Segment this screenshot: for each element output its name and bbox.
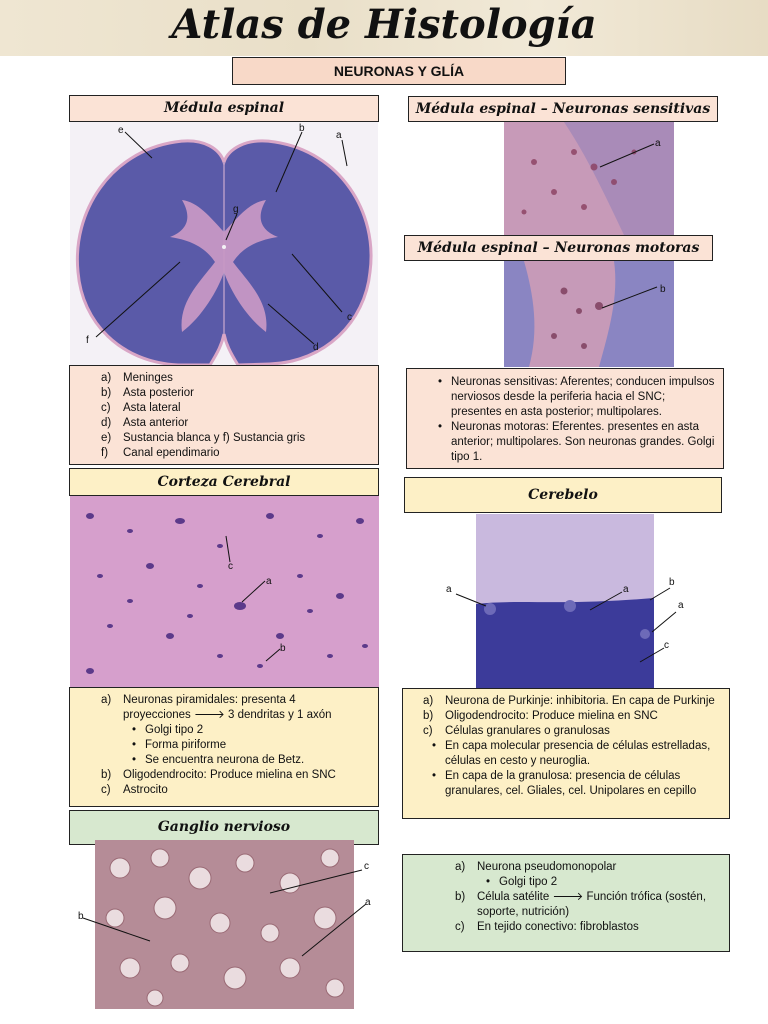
arrow-right-icon: 🡒 <box>552 891 584 903</box>
header-banner: Atlas de Histología <box>0 0 768 56</box>
list-item: c)En tejido conectivo: fibroblastos <box>455 921 639 933</box>
sensitivas-heading: Médula espinal – Neuronas sensitivas <box>408 96 718 122</box>
label-a: a <box>336 130 342 141</box>
label-a: a <box>655 138 661 149</box>
list-item: •Golgi tipo 2 <box>485 876 558 888</box>
list-item: e)Sustancia blanca y f) Sustancia gris <box>101 432 306 444</box>
label-a: a <box>623 584 629 595</box>
label-c: c <box>364 861 369 872</box>
list-item: b)Oligodendrocito: Produce mielina en SN… <box>423 710 658 722</box>
list-item: •Golgi tipo 2 <box>131 724 204 736</box>
list-item: a)Meninges <box>101 372 173 384</box>
nerve-ganglion-image: c b a <box>78 840 371 1009</box>
cerebelo-legend: a)Neurona de Purkinje: inhibitoria. En c… <box>402 688 730 819</box>
label-b: b <box>660 284 666 295</box>
label-b: b <box>78 911 84 922</box>
section-subtitle: NEURONAS Y GLÍA <box>232 57 566 85</box>
list-item: •En capa molecular presencia de células … <box>431 740 711 767</box>
cerebral-cortex-image: c a b <box>70 496 379 687</box>
sensory-neurons-image: a <box>504 122 674 235</box>
list-item: c)Astrocito <box>101 784 168 796</box>
label-b: b <box>669 577 675 588</box>
list-item: b)Oligodendrocito: Produce mielina en SN… <box>101 769 336 781</box>
arrow-right-icon: 🡒 <box>193 709 225 721</box>
label-a: a <box>365 897 371 908</box>
ganglio-legend: a)Neurona pseudomonopolar •Golgi tipo 2 … <box>402 854 730 952</box>
list-item: c)Células granulares o granulosas <box>423 725 610 737</box>
label-a: a <box>266 576 272 587</box>
label-e: e <box>118 125 124 136</box>
list-item: f)Canal ependimario <box>101 447 220 459</box>
list-item: a)Neurona de Purkinje: inhibitoria. En c… <box>423 695 715 707</box>
list-item: •En capa de la granulosa: presencia de c… <box>431 770 697 797</box>
medula-legend: a)Meninges b)Asta posterior c)Asta later… <box>69 365 379 465</box>
label-b: b <box>299 123 305 134</box>
cerebellum-image: a a a b c <box>446 514 684 688</box>
spinal-cord-image: a b c d e f g <box>70 122 378 365</box>
list-item: d)Asta anterior <box>101 417 189 429</box>
list-item: c)Asta lateral <box>101 402 181 414</box>
label-a: a <box>678 600 684 611</box>
label-a: a <box>446 584 452 595</box>
list-item: •Neuronas motoras: Eferentes. presentes … <box>437 421 715 463</box>
list-item: •Neuronas sensitivas: Aferentes; conduce… <box>437 376 715 418</box>
label-c: c <box>228 561 233 572</box>
list-item: a)Neurona pseudomonopolar <box>455 861 617 873</box>
motoras-heading: Médula espinal – Neuronas motoras <box>404 235 713 261</box>
label-c: c <box>664 640 669 651</box>
motor-neurons-image: b <box>504 261 674 367</box>
label-f: f <box>86 335 89 346</box>
list-item: •Forma piriforme <box>131 739 227 751</box>
list-item: •Se encuentra neurona de Betz. <box>131 754 305 766</box>
page-title: Atlas de Histología <box>171 1 597 48</box>
cerebelo-heading: Cerebelo <box>404 477 722 513</box>
label-g: g <box>233 204 239 215</box>
label-b: b <box>280 643 286 654</box>
medula-notes: •Neuronas sensitivas: Aferentes; conduce… <box>406 368 724 469</box>
label-c: c <box>347 312 352 323</box>
medula-heading: Médula espinal <box>69 95 379 122</box>
list-item: b) Célula satélite 🡒 Función trófica (so… <box>455 891 707 918</box>
corteza-heading: Corteza Cerebral <box>69 468 379 496</box>
list-item: b)Asta posterior <box>101 387 194 399</box>
label-d: d <box>313 342 319 353</box>
